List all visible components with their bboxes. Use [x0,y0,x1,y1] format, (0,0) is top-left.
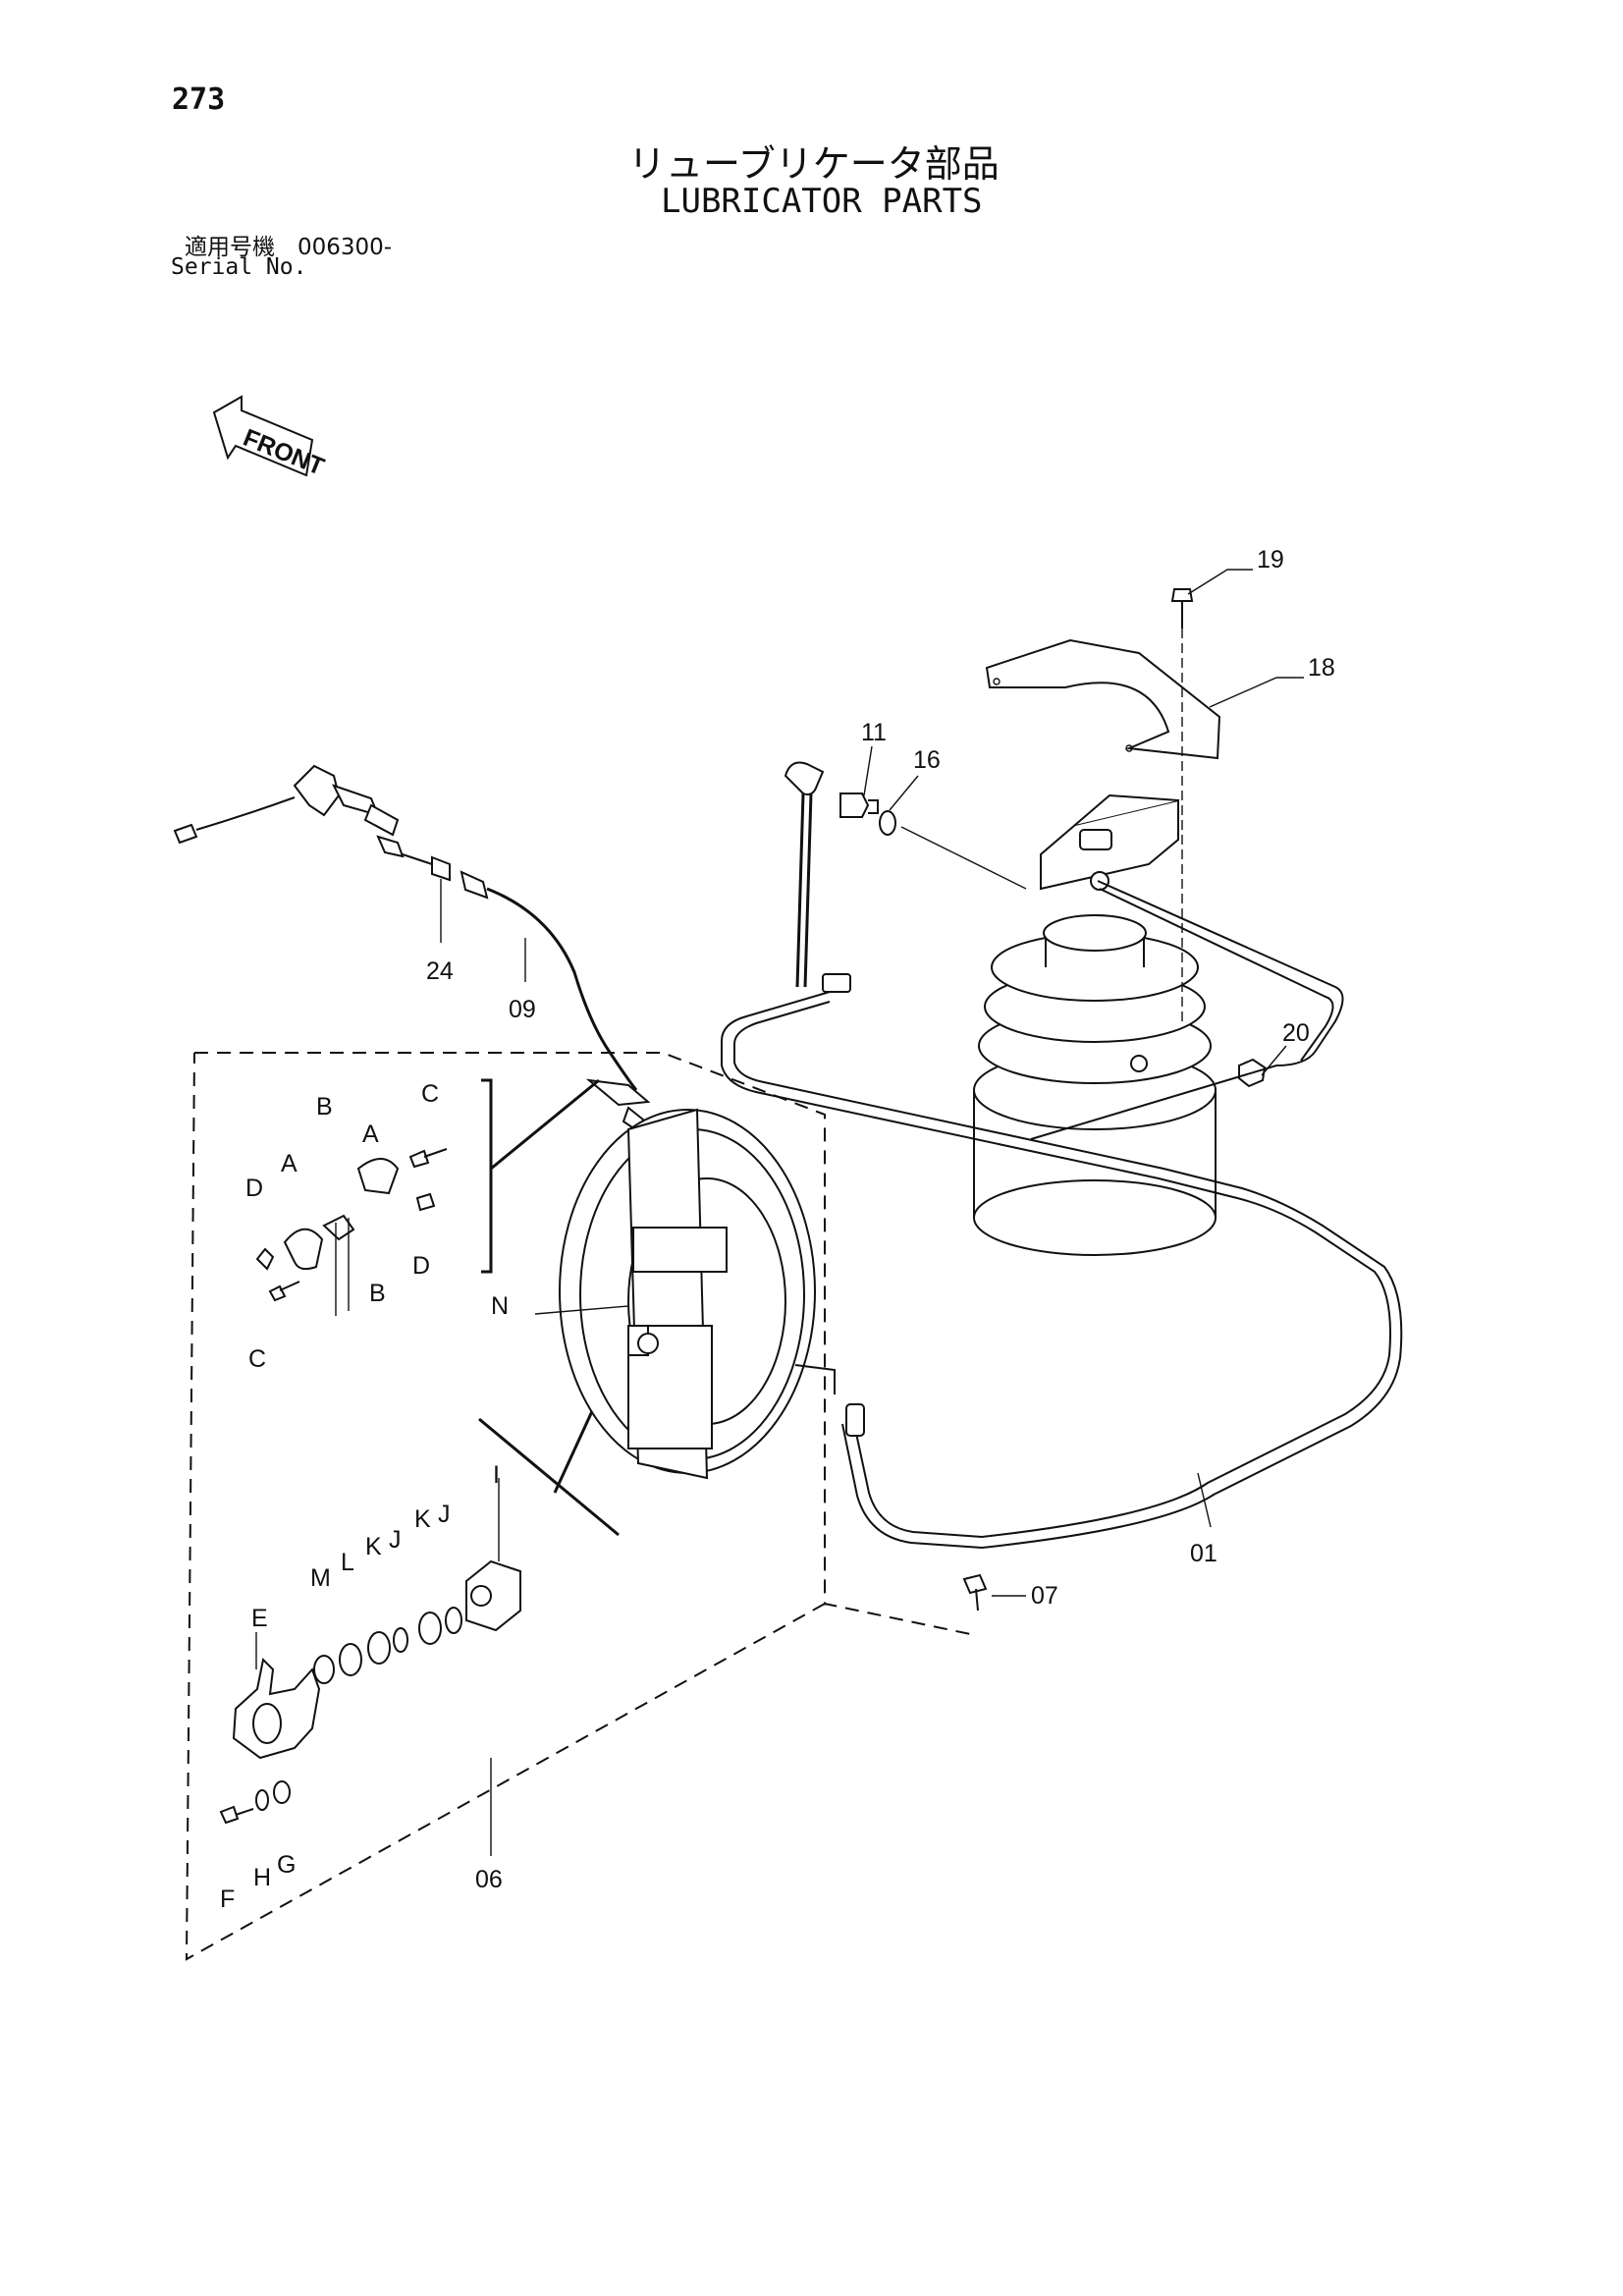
callout-I: I [493,1461,500,1489]
callout-H: H [253,1864,271,1891]
callout-M: M [310,1564,331,1592]
serial-label-english: Serial No. [171,254,307,280]
callout-N: N [491,1292,509,1320]
callout-06: 06 [475,1866,503,1893]
fitting-parts [219,1559,521,1825]
fitting-11 [839,793,879,818]
bracket-group-line [481,1078,493,1274]
washer-16 [879,810,896,836]
front-arrow-icon: FRONT [212,395,328,481]
callout-D: D [245,1175,263,1202]
callout-C: C [421,1080,439,1108]
callout-B: B [316,1093,333,1121]
page-number: 273 [172,82,226,117]
callout-K: K [365,1533,382,1560]
signal-cable [173,764,651,1133]
callout-B: B [369,1280,386,1307]
callout-J: J [438,1501,451,1528]
front-arrow-label: FRONT [240,424,328,481]
callout-24: 24 [426,957,454,985]
callout-C: C [248,1345,266,1373]
bolt-19 [1170,588,1194,1021]
bracket-18 [985,638,1221,760]
callout-D: D [412,1252,430,1280]
clamp-parts [255,1148,448,1316]
callout-19: 19 [1257,546,1284,574]
hose-reel [559,1108,836,1480]
bolt-07 [962,1573,988,1612]
callout-F: F [220,1886,235,1913]
callout-18: 18 [1308,654,1335,682]
callout-labels: 19 18 11 16 20 24 09 01 07 06 A A B B C … [220,546,1335,1913]
callout-07: 07 [1031,1582,1058,1610]
lubricator-pump [973,793,1217,1256]
assembly-06-boundary [185,1052,976,1961]
callout-16: 16 [913,746,941,774]
callout-09: 09 [509,996,536,1023]
serial-label-japanese: 適用号機 006300- [185,235,393,260]
callout-E: E [251,1605,268,1632]
leader-lines [255,569,1304,1856]
callout-A: A [362,1121,379,1148]
callout-A: A [281,1150,298,1177]
callout-L: L [341,1549,354,1576]
hose-01 [721,880,1403,1550]
callout-J: J [389,1526,402,1554]
callout-G: G [277,1851,296,1879]
callout-01: 01 [1190,1540,1217,1567]
title-english: LUBRICATOR PARTS [661,182,983,221]
hose-elbow [784,761,851,993]
title-japanese: リューブリケータ部品 [628,142,1000,186]
callout-11: 11 [861,719,887,746]
callout-K: K [414,1505,431,1533]
callout-20: 20 [1282,1019,1310,1047]
